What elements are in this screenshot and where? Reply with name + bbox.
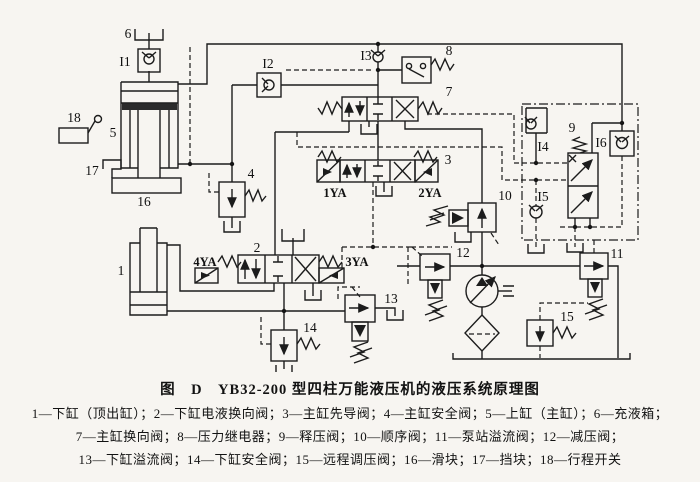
label-15: 15 bbox=[560, 309, 574, 324]
label-I5: I5 bbox=[537, 189, 548, 204]
junction-dots bbox=[187, 41, 625, 314]
label-14: 14 bbox=[303, 320, 317, 335]
release-valve bbox=[567, 136, 599, 219]
label-9: 9 bbox=[569, 120, 576, 135]
main-safety-valve bbox=[218, 181, 267, 233]
sequence-valve bbox=[425, 202, 497, 243]
stop-block bbox=[102, 159, 122, 178]
reducing-valve bbox=[419, 253, 451, 322]
label-1YA: 1YA bbox=[323, 186, 346, 200]
label-2YA: 2YA bbox=[418, 186, 441, 200]
legend-line-2: 7—主缸换向阀；8—压力继电器；9—释压阀；10—顺序阀；11—泵站溢流阀；12… bbox=[75, 429, 625, 444]
label-4: 4 bbox=[248, 166, 255, 181]
label-11: 11 bbox=[611, 246, 624, 261]
travel-switch bbox=[58, 114, 103, 144]
pilot-valve bbox=[316, 149, 439, 197]
label-1: 1 bbox=[118, 263, 125, 278]
label-10: 10 bbox=[498, 188, 512, 203]
check-valve-I4 bbox=[524, 116, 538, 130]
label-12: 12 bbox=[456, 245, 470, 260]
label-7: 7 bbox=[446, 84, 453, 99]
label-16: 16 bbox=[137, 194, 151, 209]
manifold-drain bbox=[566, 243, 584, 253]
hydraulic-pump bbox=[465, 274, 514, 308]
hydraulic-schematic: 6 I1 18 5 17 16 4 I2 I3 8 7 3 1YA 2YA 10… bbox=[58, 26, 639, 372]
figure-caption: 图 D YB32-200 型四柱万能液压机的液压系统原理图 1—下缸（顶出缸）；… bbox=[0, 372, 700, 471]
component-labels: 6 I1 18 5 17 16 4 I2 I3 8 7 3 1YA 2YA 10… bbox=[67, 26, 623, 335]
prefill-check-valve-I1 bbox=[137, 48, 161, 73]
label-13: 13 bbox=[384, 291, 398, 306]
label-8: 8 bbox=[446, 43, 453, 58]
label-17: 17 bbox=[85, 163, 99, 178]
label-5: 5 bbox=[110, 125, 117, 140]
pipes bbox=[148, 33, 631, 369]
label-3YA: 3YA bbox=[345, 255, 368, 269]
lower-directional-valve bbox=[194, 229, 345, 301]
slider-block bbox=[111, 177, 182, 194]
pilot-lines bbox=[189, 47, 623, 358]
lower-safety-valve bbox=[270, 329, 321, 372]
legend-line-1: 1—下缸（顶出缸）；2—下缸电液换向阀；3—主缸先导阀；4—主缸安全阀；5—上缸… bbox=[31, 406, 669, 421]
pressure-relay bbox=[401, 56, 455, 84]
label-I1: I1 bbox=[119, 54, 130, 69]
figure-title: 图 D YB32-200 型四柱万能液压机的液压系统原理图 bbox=[160, 382, 540, 398]
check-valve-I6 bbox=[609, 130, 635, 157]
label-I3: I3 bbox=[360, 48, 371, 63]
legend-line-3: 13—下缸溢流阀；14—下缸安全阀；15—远程调压阀；16—滑块；17—挡块；1… bbox=[78, 452, 622, 467]
main-directional-valve bbox=[317, 96, 443, 135]
filling-tank-symbol bbox=[134, 29, 164, 41]
pump-relief-valve bbox=[579, 252, 609, 321]
lower-cylinder bbox=[129, 227, 168, 316]
label-18: 18 bbox=[67, 110, 81, 125]
remote-pressure-valve bbox=[526, 319, 577, 347]
check-valve-I3 bbox=[370, 49, 386, 63]
main-cylinder bbox=[120, 81, 179, 178]
label-6: 6 bbox=[125, 26, 132, 41]
label-4YA: 4YA bbox=[193, 255, 216, 269]
label-I2: I2 bbox=[262, 56, 273, 71]
filter bbox=[464, 313, 500, 353]
label-I4: I4 bbox=[537, 139, 548, 154]
check-valve-I5 bbox=[527, 204, 545, 254]
manifold-block-boundary bbox=[521, 103, 639, 241]
lower-relief-valve bbox=[344, 294, 404, 364]
label-I6: I6 bbox=[595, 135, 606, 150]
label-2: 2 bbox=[254, 240, 261, 255]
check-valve-I2 bbox=[256, 72, 282, 98]
label-3: 3 bbox=[445, 152, 452, 167]
